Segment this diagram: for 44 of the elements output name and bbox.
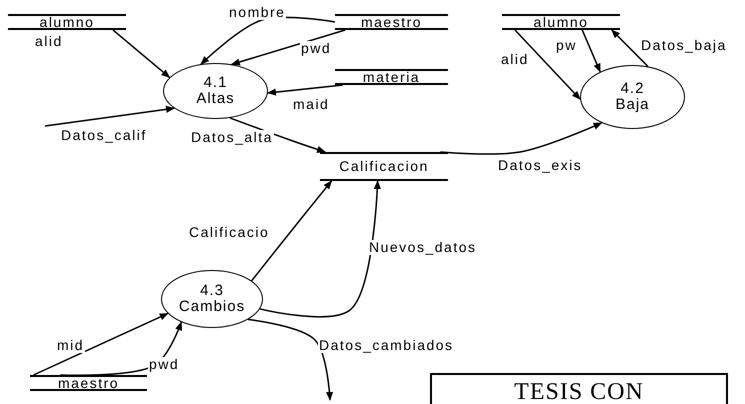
process-number: 4.1	[204, 75, 228, 91]
data-store	[502, 14, 620, 30]
data-store	[335, 14, 448, 30]
data-flow-arrow	[611, 29, 648, 67]
process-name: Baja	[615, 97, 650, 113]
store-name: materia	[362, 70, 420, 84]
process-number: 4.2	[620, 81, 644, 97]
edge-label: Datos_baja	[640, 38, 728, 53]
data-flow-arrow	[440, 122, 602, 155]
edge-label: Datos_alta	[190, 130, 274, 145]
stamp-text: TESIS CON	[514, 379, 644, 404]
data-flow-arrow	[60, 321, 182, 376]
data-flow-arrow	[33, 312, 169, 376]
store-name: alumno	[40, 16, 94, 28]
data-flow-arrow	[260, 180, 381, 318]
edge-label: nombre	[228, 5, 286, 20]
data-store	[30, 375, 147, 391]
data-flow-arrow	[266, 84, 343, 96]
data-store	[335, 69, 448, 85]
edge-label: mid	[56, 338, 86, 353]
store-name: Calificacion	[339, 160, 429, 173]
store-name: alumno	[534, 16, 588, 28]
process-circle	[161, 270, 263, 328]
data-flow-arrow	[230, 117, 326, 153]
stamp-box	[430, 373, 728, 404]
data-store	[320, 152, 448, 181]
store-name: maestro	[360, 16, 422, 28]
edge-label: Calificacio	[188, 225, 270, 240]
edge-label: Datos_calif	[60, 128, 148, 143]
data-flow-arrow	[251, 180, 332, 282]
data-flow-arrow	[248, 318, 334, 401]
data-flow-arrow	[582, 30, 601, 73]
process-number: 4.3	[200, 283, 224, 299]
data-flow-arrow	[514, 29, 581, 100]
data-flow-arrow	[230, 29, 346, 66]
process-circle	[163, 63, 268, 119]
store-name: maestro	[58, 376, 120, 390]
data-store	[8, 14, 126, 30]
process-circle	[580, 65, 685, 129]
data-flow-arrow	[44, 106, 176, 127]
edge-label: Datos_exis	[497, 158, 584, 173]
process-name: Cambios	[178, 299, 246, 315]
process-name: Altas	[196, 91, 235, 107]
data-flow-arrow	[112, 29, 170, 78]
